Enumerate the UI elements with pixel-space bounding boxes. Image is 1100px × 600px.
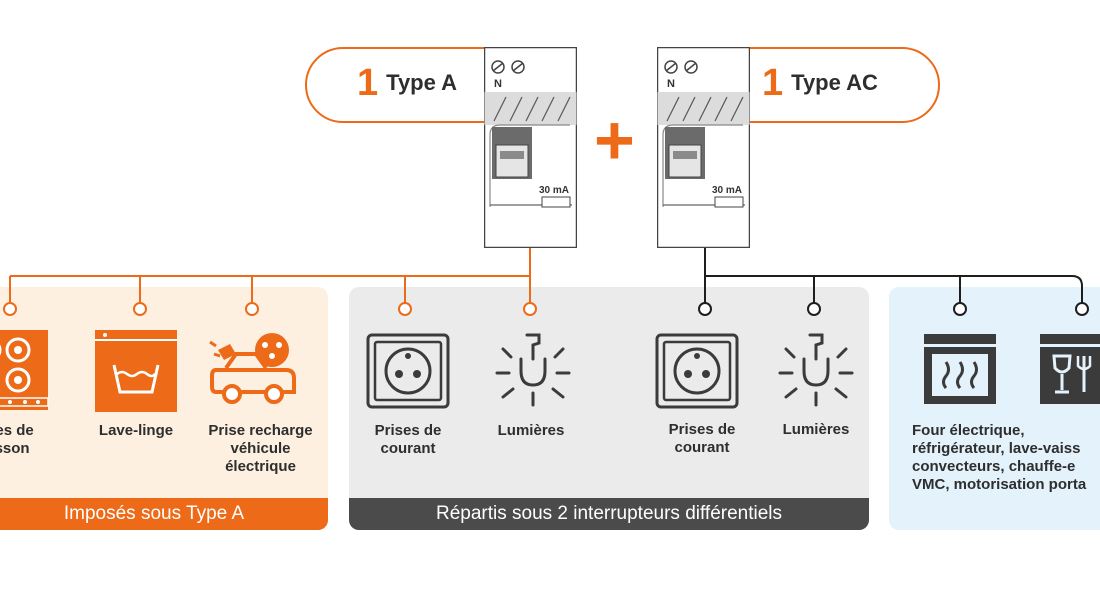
lights-caption: Lumières [782, 421, 850, 438]
type-a-count: 1 [357, 62, 379, 104]
ev-charger-caption: Prise recharge véhicule électrique [208, 422, 313, 475]
oven-icon [924, 334, 996, 404]
washing-machine-caption: Lave-linge [98, 422, 174, 439]
breaker-a-rating: 30 mA [539, 185, 569, 196]
breaker-ac-terminal: N [667, 78, 675, 90]
type-ac-appliances-caption: Four électrique, réfrigérateur, lave-vai… [912, 422, 1087, 493]
socket-caption: Prises de courant [668, 421, 736, 456]
breaker-a-terminal: N [494, 78, 502, 90]
cooktop-caption: ues de isson [0, 422, 34, 457]
lights-caption: Lumières [497, 422, 565, 439]
ev-charger-icon [209, 333, 296, 404]
plus-symbol: + [594, 101, 635, 179]
washing-machine-icon [95, 330, 177, 412]
type-ac-text: Type AC [791, 70, 878, 95]
cooktop-icon [0, 330, 49, 410]
type-a-banner: Imposés sous Type A [0, 498, 328, 530]
breaker-type-a: N 30 mA [484, 47, 577, 248]
breaker-ac-rating: 30 mA [712, 185, 742, 196]
light-bulb-icon [778, 333, 854, 407]
type-ac-label: 1 Type AC [762, 62, 878, 105]
type-a-label: 1 Type A [357, 62, 457, 105]
socket-caption: Prises de courant [374, 422, 442, 457]
socket-icon [366, 333, 450, 409]
socket-icon [655, 333, 739, 409]
split-banner: Répartis sous 2 interrupteurs différenti… [349, 498, 869, 530]
dishwasher-icon [1040, 334, 1100, 404]
light-bulb-icon [495, 333, 571, 407]
breaker-type-ac: N 30 mA [657, 47, 750, 248]
type-a-text: Type A [386, 70, 458, 95]
type-ac-count: 1 [762, 62, 784, 104]
type-ac-panel [889, 287, 1100, 530]
